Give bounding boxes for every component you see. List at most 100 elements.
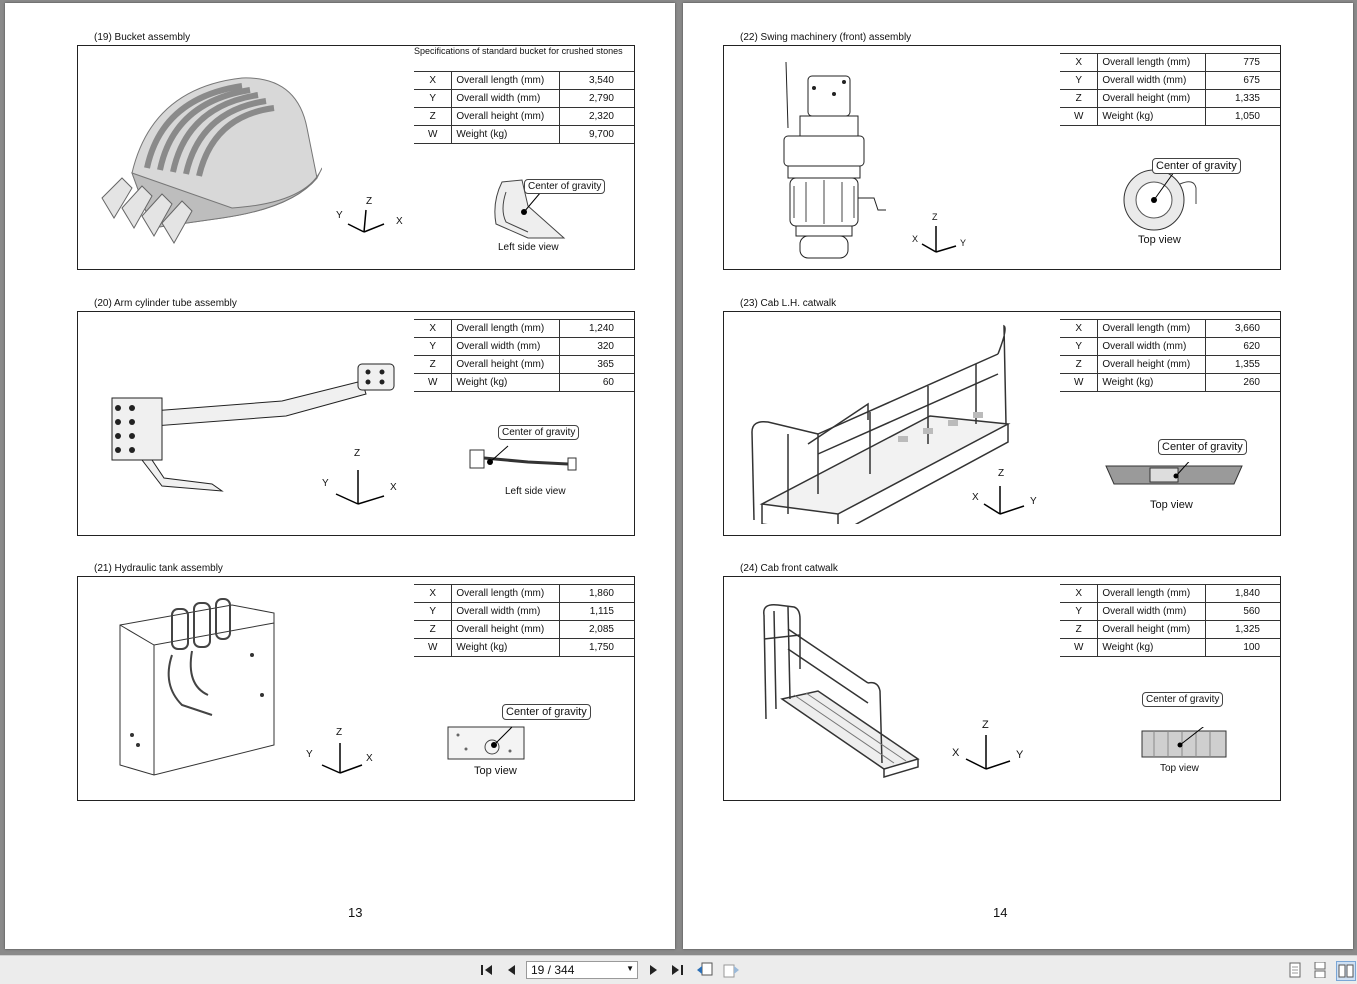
spec-key: Y: [1060, 337, 1099, 356]
spec-key: Y: [414, 337, 453, 356]
continuous-view-icon[interactable]: [1311, 961, 1329, 979]
spec-desc: Overall height (mm): [1097, 89, 1206, 108]
spec-value: 60: [559, 373, 634, 392]
spec-value: 2,320: [559, 107, 634, 126]
spec-desc: Overall height (mm): [1097, 620, 1206, 639]
spec-key: Z: [414, 107, 453, 126]
spec-key: X: [1060, 53, 1099, 72]
next-page-icon[interactable]: [645, 961, 663, 979]
axis-x-label: X: [912, 234, 919, 244]
spec-desc: Overall length (mm): [1097, 319, 1206, 338]
bucket-drawing: [101, 77, 322, 244]
lh-catwalk-drawing: [751, 324, 1011, 524]
spec-value: 1,115: [559, 602, 634, 621]
last-page-icon[interactable]: [668, 961, 686, 979]
axis-y-label: Y: [960, 238, 967, 248]
spec-key: X: [414, 584, 453, 603]
center-of-gravity-label: Center of gravity: [1142, 692, 1224, 707]
spec-value: 100: [1205, 638, 1280, 657]
center-of-gravity-label: Center of gravity: [524, 179, 606, 194]
single-page-view-icon[interactable]: [1286, 961, 1304, 979]
axis-z-label: Z: [366, 196, 373, 207]
spec-value: 9,700: [559, 125, 634, 144]
center-of-gravity-label: Center of gravity: [1158, 439, 1247, 455]
spec-value: 1,355: [1205, 355, 1280, 374]
view-label: Left side view: [498, 242, 559, 253]
spec-desc: Weight (kg): [1097, 373, 1206, 392]
spec-desc: Overall length (mm): [451, 71, 560, 90]
first-page-icon[interactable]: [478, 961, 496, 979]
hydraulic-tank-drawing: [119, 598, 275, 776]
spec-desc: Overall length (mm): [1097, 53, 1206, 72]
spec-value: 620: [1205, 337, 1280, 356]
next-view-icon[interactable]: [722, 961, 740, 979]
spec-desc: Weight (kg): [451, 638, 560, 657]
axis-z-label: Z: [982, 719, 989, 731]
spec-value: 2,085: [559, 620, 634, 639]
view-label: Top view: [474, 765, 517, 777]
axis-indicator: Z X Y: [910, 208, 970, 258]
spec-value: 1,335: [1205, 89, 1280, 108]
center-of-gravity-label: Center of gravity: [502, 704, 591, 720]
axis-z-label: Z: [354, 448, 361, 459]
spec-value: 3,660: [1205, 319, 1280, 338]
bucket-assembly-frame: Specifications of standard bucket for cr…: [77, 45, 635, 270]
spec-key: W: [1060, 638, 1099, 657]
spec-key: X: [414, 319, 453, 338]
spec-desc: Overall width (mm): [1097, 337, 1206, 356]
spec-desc: Overall width (mm): [1097, 602, 1206, 621]
spec-key: X: [1060, 584, 1099, 603]
spec-key: Z: [1060, 620, 1099, 639]
section-title: (23) Cab L.H. catwalk: [740, 298, 837, 309]
hydraulic-tank-top-view: [447, 726, 525, 760]
facing-view-icon[interactable]: [1336, 961, 1356, 981]
view-label: Left side view: [505, 486, 566, 497]
spec-key: W: [414, 638, 453, 657]
spec-key: Z: [1060, 89, 1099, 108]
previous-view-icon[interactable]: [696, 961, 714, 979]
spec-key: Y: [1060, 71, 1099, 90]
spec-key: Y: [414, 602, 453, 621]
axis-x-label: X: [972, 492, 979, 503]
spec-value: 675: [1205, 71, 1280, 90]
spec-key: Z: [1060, 355, 1099, 374]
spec-value: 1,840: [1205, 584, 1280, 603]
spec-value: 1,325: [1205, 620, 1280, 639]
previous-page-icon[interactable]: [502, 961, 520, 979]
spec-desc: Overall width (mm): [1097, 71, 1206, 90]
spec-key: X: [1060, 319, 1099, 338]
spec-desc: Weight (kg): [451, 373, 560, 392]
page-number-select[interactable]: 19 / 344 ▼: [526, 961, 638, 979]
page-indicator-text: 19 / 344: [531, 963, 575, 977]
axis-z-label: Z: [336, 727, 343, 738]
spec-value: 3,540: [559, 71, 634, 90]
axis-z-label: Z: [998, 468, 1005, 479]
chevron-down-icon: ▼: [626, 964, 634, 973]
view-label: Top view: [1138, 234, 1181, 246]
section-title: (22) Swing machinery (front) assembly: [740, 32, 912, 43]
spec-desc: Overall length (mm): [451, 584, 560, 603]
spec-key: W: [414, 125, 453, 144]
spec-value: 1,050: [1205, 107, 1280, 126]
center-of-gravity-label: Center of gravity: [498, 425, 580, 440]
section-title: (19) Bucket assembly: [94, 32, 191, 43]
lh-catwalk-top-view: [1105, 462, 1243, 485]
arm-cylinder-drawing: [111, 363, 395, 492]
